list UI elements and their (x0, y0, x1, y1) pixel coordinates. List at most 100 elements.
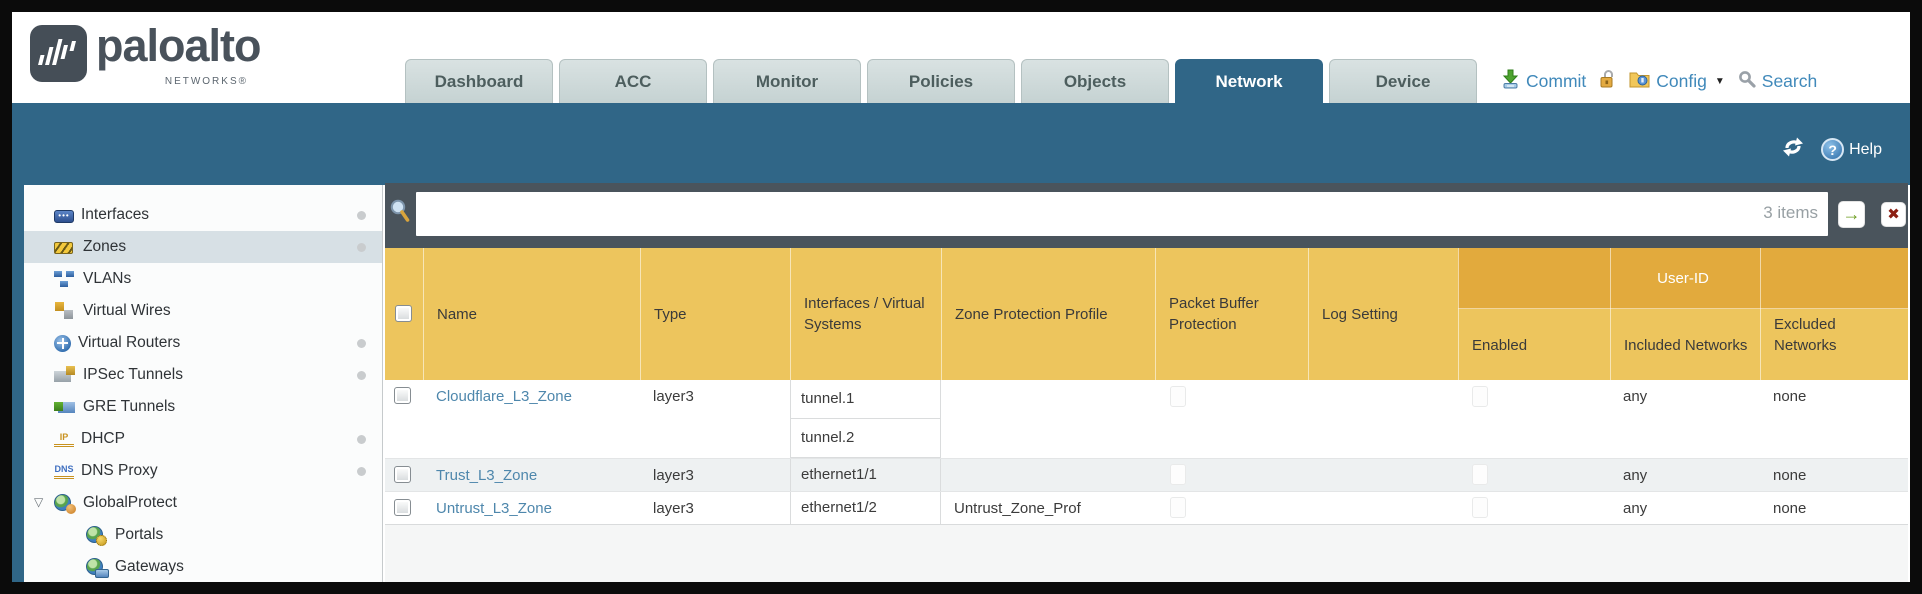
sidebar-item-gre-tunnels[interactable]: GRE Tunnels (24, 391, 382, 423)
log-setting-cell (1308, 492, 1458, 524)
sidebar-item-globalprotect[interactable]: ▽ GlobalProtect (24, 487, 382, 519)
clear-filter-button[interactable]: ✖ (1881, 202, 1906, 227)
dhcp-icon: IP (54, 432, 74, 447)
row-checkbox[interactable] (394, 387, 411, 404)
table-header: User-ID Name Type Interfaces / Virtual S… (385, 248, 1908, 380)
status-dot (357, 467, 366, 476)
col-header-excluded-networks[interactable]: Excluded Networks (1760, 248, 1908, 380)
teal-band: ? Help (12, 103, 1910, 185)
zone-name-link[interactable]: Trust_L3_Zone (436, 466, 538, 484)
enabled-checkbox (1472, 386, 1488, 407)
col-header-name[interactable]: Name (423, 248, 640, 380)
sidebar-item-label: GlobalProtect (83, 494, 177, 511)
col-header-zone-protection-profile[interactable]: Zone Protection Profile (941, 248, 1155, 380)
sidebar-item-label: Portals (115, 526, 164, 543)
sidebar-item-dns-proxy[interactable]: DNS DNS Proxy (24, 455, 382, 487)
zone-protection-cell (941, 459, 1155, 491)
included-networks-cell: any (1623, 499, 1648, 517)
close-icon: ✖ (1887, 206, 1900, 223)
status-dot (357, 243, 366, 252)
ipsec-tunnels-icon (54, 366, 76, 384)
app-window: paloalto NETWORKS® Dashboard ACC Monitor… (12, 12, 1910, 582)
tab-policies[interactable]: Policies (867, 59, 1015, 103)
sidebar-item-zones[interactable]: Zones (24, 231, 382, 263)
expander-icon[interactable]: ▽ (34, 495, 44, 509)
search-button[interactable]: Search (1738, 70, 1817, 93)
zones-main-panel: 3 items → ✖ User-ID Name Type Interfaces… (385, 183, 1908, 582)
dns-proxy-icon: DNS (54, 464, 74, 479)
row-checkbox[interactable] (394, 466, 411, 483)
vlans-icon (54, 270, 76, 288)
select-all-checkbox[interactable] (395, 305, 412, 322)
help-button[interactable]: ? Help (1821, 138, 1882, 161)
packet-buffer-cell (1155, 380, 1308, 458)
tab-device[interactable]: Device (1329, 59, 1477, 103)
interfaces-cell: ethernet1/1 (790, 459, 941, 491)
col-header-enabled[interactable]: Enabled (1458, 248, 1610, 380)
config-dropdown[interactable]: Config ▼ (1629, 70, 1725, 93)
commit-button[interactable]: Commit (1501, 69, 1586, 94)
tab-network[interactable]: Network (1175, 59, 1323, 103)
sidebar-item-gateways[interactable]: Gateways (24, 551, 382, 582)
zone-name-link[interactable]: Untrust_L3_Zone (436, 499, 552, 517)
sidebar-item-label: Interfaces (81, 206, 150, 223)
item-count: 3 items (1763, 203, 1818, 222)
included-networks-cell: any (1623, 466, 1648, 484)
row-checkbox[interactable] (394, 499, 411, 516)
enabled-cell (1458, 492, 1610, 524)
gateways-icon (86, 558, 103, 575)
sidebar-item-dhcp[interactable]: IP DHCP (24, 423, 382, 455)
enabled-checkbox (1472, 497, 1488, 518)
virtual-wires-icon (54, 302, 76, 320)
col-header-included-networks[interactable]: Included Networks (1610, 248, 1760, 380)
sidebar-item-portals[interactable]: Portals (24, 519, 382, 551)
zone-name-link[interactable]: Cloudflare_L3_Zone (436, 388, 572, 405)
brand-name: paloalto (96, 20, 262, 71)
lock-icon[interactable] (1599, 69, 1616, 94)
log-setting-cell (1308, 459, 1458, 491)
included-networks-cell: any (1623, 388, 1648, 405)
zone-type-cell: layer3 (653, 388, 694, 405)
search-icon (1738, 70, 1756, 93)
sidebar-item-ipsec-tunnels[interactable]: IPSec Tunnels (24, 359, 382, 391)
enabled-checkbox (1472, 464, 1488, 485)
tab-acc[interactable]: ACC (559, 59, 707, 103)
interface-subcell: ethernet1/2 (790, 492, 941, 524)
packet-buffer-checkbox (1170, 497, 1186, 518)
filter-input[interactable] (416, 192, 1828, 236)
sidebar-item-label: GRE Tunnels (83, 398, 176, 415)
sidebar-item-virtual-wires[interactable]: Virtual Wires (24, 295, 382, 327)
band-tools: ? Help (1781, 137, 1882, 162)
interfaces-icon: ••• (54, 210, 74, 223)
interface-subcell: tunnel.1 (790, 380, 941, 419)
sidebar-item-vlans[interactable]: VLANs (24, 263, 382, 295)
zone-type-cell: layer3 (653, 466, 694, 484)
packet-buffer-checkbox (1170, 464, 1186, 485)
tab-dashboard[interactable]: Dashboard (405, 59, 553, 103)
enabled-cell (1458, 459, 1610, 491)
zone-name-cell: Cloudflare_L3_Zone (423, 380, 640, 458)
col-header-log-setting[interactable]: Log Setting (1308, 248, 1458, 380)
tab-monitor[interactable]: Monitor (713, 59, 861, 103)
tab-objects[interactable]: Objects (1021, 59, 1169, 103)
col-header-packet-buffer-protection[interactable]: Packet Buffer Protection (1155, 248, 1308, 380)
sidebar-item-interfaces[interactable]: ••• Interfaces (24, 199, 382, 231)
help-icon: ? (1821, 138, 1845, 161)
packet-buffer-cell (1155, 459, 1308, 491)
apply-filter-button[interactable]: → (1838, 201, 1865, 228)
sidebar-item-label: DNS Proxy (81, 462, 158, 479)
zone-protection-cell (941, 380, 1155, 458)
interface-subcell: tunnel.2 (790, 419, 941, 458)
sidebar-item-virtual-routers[interactable]: Virtual Routers (24, 327, 382, 359)
refresh-icon[interactable] (1781, 137, 1805, 162)
interfaces-cell: tunnel.1 tunnel.2 (790, 380, 941, 458)
sidebar-item-label: VLANs (83, 270, 132, 287)
col-header-interfaces[interactable]: Interfaces / Virtual Systems (790, 248, 941, 380)
zone-protection-cell: Untrust_Zone_Prof (954, 499, 1081, 517)
col-header-type[interactable]: Type (640, 248, 790, 380)
packet-buffer-cell (1155, 492, 1308, 524)
excluded-networks-cell: none (1773, 388, 1807, 405)
main-nav-tabs: Dashboard ACC Monitor Policies Objects N… (405, 59, 1477, 103)
left-teal-strip (12, 185, 24, 582)
